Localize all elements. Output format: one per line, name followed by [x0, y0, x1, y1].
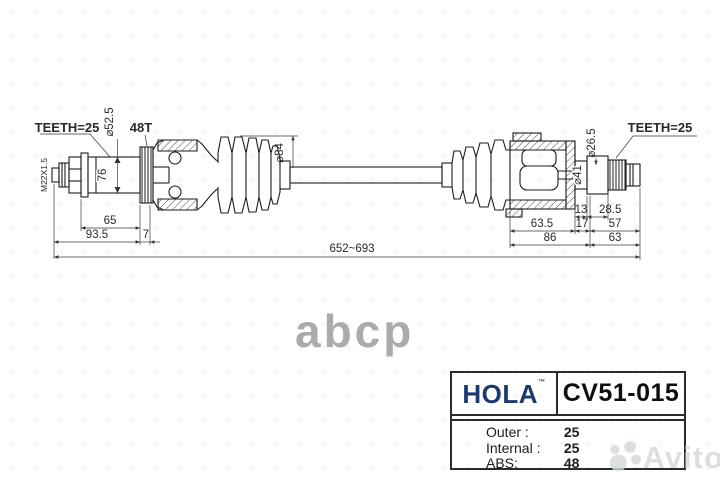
plate-specs: Outer : 25 Internal : 25 ABS: 48: [452, 419, 684, 472]
overall-length-label: 652~693: [329, 243, 374, 255]
outer-joint-housing: [152, 139, 219, 211]
len-17-label: 17: [576, 218, 589, 230]
spec-row-internal: Internal : 25: [486, 439, 684, 457]
plate-header: HOLA™ CV51-015: [452, 373, 684, 416]
dia-26-5-label: ⌀26.5: [586, 128, 598, 157]
abs-teeth-label: 48T: [130, 120, 152, 135]
spec-value: 25: [563, 424, 580, 440]
part-number: CV51-015: [562, 379, 680, 407]
dia-52-5-label: ⌀52.5: [104, 107, 116, 136]
len-65-label: 65: [104, 215, 117, 227]
spec-label: Outer :: [486, 424, 529, 440]
right-boot: [441, 139, 510, 211]
dimension-lines: [40, 133, 697, 260]
brand-cell: HOLA™: [452, 373, 558, 414]
len-63-5-label: 63.5: [531, 218, 553, 230]
dia-84-label: ⌀84: [274, 143, 286, 163]
len-86-label: 86: [544, 232, 557, 244]
len-7-label: 7: [143, 229, 149, 241]
inner-stub-shaft: [574, 155, 641, 195]
left-stub-shaft: [87, 156, 141, 194]
spec-label: ABS:: [486, 455, 518, 471]
dimension-labels: TEETH=25 48T TEETH=25 M22X1.5 ⌀52.5 76 ⌀…: [35, 107, 693, 255]
right-boot-clamp: [441, 162, 453, 188]
len-28-5-label: 28.5: [599, 204, 621, 216]
spec-row-abs: ABS: 48: [486, 455, 684, 472]
len-93-5-label: 93.5: [86, 229, 108, 241]
spec-label: Internal :: [486, 439, 541, 456]
thread-spec-label: M22X1.5: [39, 158, 49, 192]
teeth-left-label: TEETH=25: [35, 120, 100, 135]
len-57-label: 57: [609, 218, 622, 230]
left-boot-clamp: [279, 160, 291, 190]
trademark-mark: ™: [538, 378, 546, 386]
len-13-label: 13: [575, 204, 588, 216]
shaft-geometry: [51, 132, 641, 218]
part-label-plate: HOLA™ CV51-015 Outer : 25 Internal : 25 …: [450, 371, 686, 472]
spec-value: 48: [563, 455, 580, 471]
main-shaft: [289, 166, 443, 184]
inner-joint-housing: [505, 132, 576, 218]
len-63-label: 63: [609, 232, 622, 244]
dia-41-label: ⌀41: [572, 165, 584, 185]
left-boot: [217, 136, 291, 214]
threaded-end: [51, 152, 89, 198]
abcp-watermark: abcp: [295, 305, 415, 357]
len-76-label: 76: [97, 169, 109, 182]
spec-row-outer: Outer : 25: [486, 424, 684, 441]
teeth-right-label: TEETH=25: [628, 120, 693, 135]
hola-logo: HOLA™: [462, 378, 546, 409]
spec-value: 25: [563, 439, 580, 456]
abs-ring: [139, 146, 154, 204]
